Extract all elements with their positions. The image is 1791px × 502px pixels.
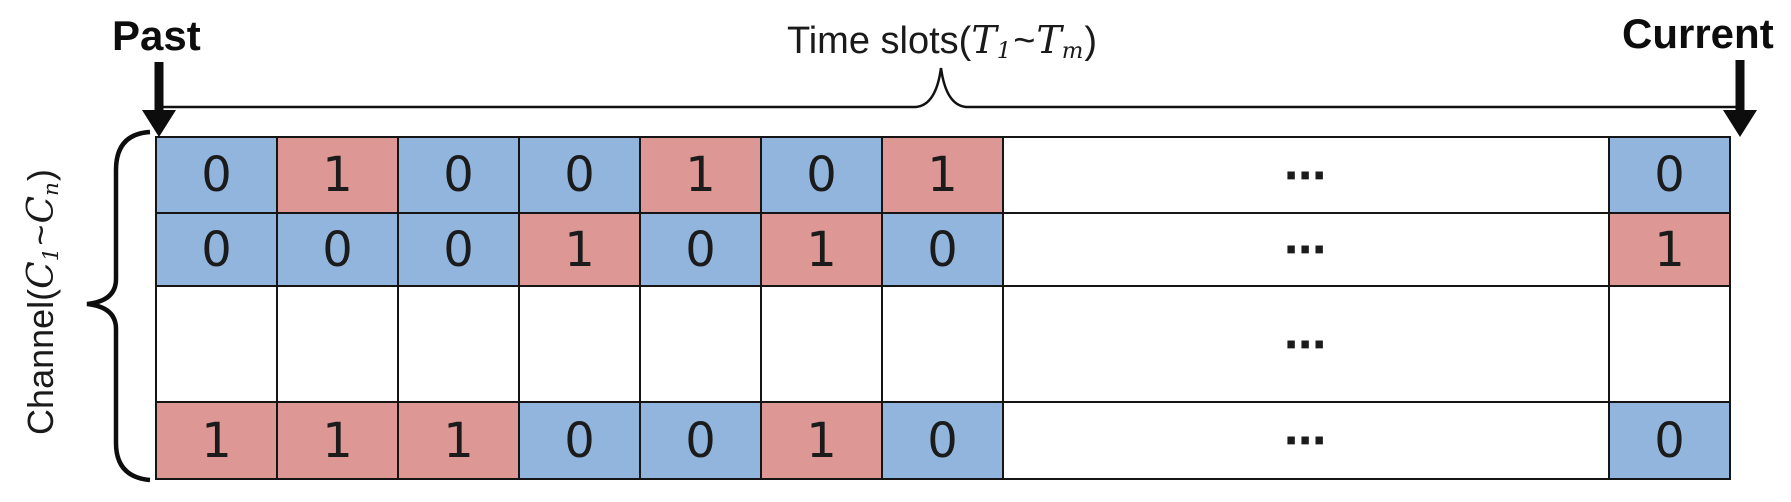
- current-arrow: [1723, 60, 1757, 137]
- grid-cell: 0: [640, 213, 761, 286]
- grid-cell: 0: [640, 402, 761, 479]
- time-slots-axis-label: Time slots(T1~Tm): [702, 18, 1182, 65]
- ellipsis-cell: ⋯: [1003, 137, 1609, 213]
- grid-cell: 0: [882, 213, 1003, 286]
- ellipsis-cell: ⋯: [1003, 213, 1609, 286]
- grid-cell: 1: [398, 402, 519, 479]
- grid-cell: 0: [156, 213, 277, 286]
- grid-cell: 1: [277, 137, 398, 213]
- grid-cell: [1609, 286, 1730, 402]
- ellipsis-cell: ⋯: [1003, 286, 1609, 402]
- grid-cell: 1: [761, 402, 882, 479]
- grid-cell: [519, 286, 640, 402]
- grid-cell: 0: [1609, 137, 1730, 213]
- grid-cell: [277, 286, 398, 402]
- grid-cell: 0: [398, 213, 519, 286]
- channel-sub1: 1: [38, 247, 64, 262]
- grid-cell: 0: [761, 137, 882, 213]
- grid-cell: 1: [1609, 213, 1730, 286]
- channel-axis-label: Channel(C1~Cn): [12, 127, 70, 477]
- past-arrow: [142, 62, 176, 137]
- time-slots-sub1: 1: [996, 38, 1012, 65]
- grid-cell: [882, 286, 1003, 402]
- ellipsis-cell: ⋯: [1003, 402, 1609, 479]
- grid-cell: 1: [761, 213, 882, 286]
- grid-cell: 0: [398, 137, 519, 213]
- grid-cell: 1: [640, 137, 761, 213]
- grid-cell: [640, 286, 761, 402]
- channel-sub2: n: [38, 182, 64, 196]
- time-slots-var1: T: [971, 18, 997, 62]
- grid-cell: [398, 286, 519, 402]
- grid-cell: 0: [519, 402, 640, 479]
- channel-var1: C: [21, 261, 62, 289]
- time-slots-close-paren: ): [1084, 20, 1098, 62]
- grid-cell: [156, 286, 277, 402]
- grid-cell: 1: [156, 402, 277, 479]
- grid-cell: 1: [277, 402, 398, 479]
- grid-cell: 0: [1609, 402, 1730, 479]
- time-slots-text: Time slots(: [786, 20, 972, 62]
- time-slots-sub2: m: [1061, 38, 1084, 65]
- grid-cell: 0: [277, 213, 398, 286]
- grid-cell: 0: [156, 137, 277, 213]
- channel-var2: C: [21, 195, 62, 224]
- grid-cell: 1: [519, 213, 640, 286]
- time-axis-span-line: [157, 67, 1740, 109]
- grid-cell: 0: [882, 402, 1003, 479]
- time-slots-var2: T: [1036, 18, 1062, 62]
- channel-text: Channel(: [20, 288, 61, 435]
- grid-cell: 0: [519, 137, 640, 213]
- channel-brace: [86, 129, 151, 483]
- grid-cell: 1: [882, 137, 1003, 213]
- channel-tilde: ~: [20, 224, 61, 246]
- past-label: Past: [112, 12, 201, 59]
- time-slots-tilde: ~: [1013, 20, 1036, 62]
- current-label: Current: [1622, 10, 1774, 57]
- channel-close-paren: ): [20, 169, 61, 182]
- grid-cell: [761, 286, 882, 402]
